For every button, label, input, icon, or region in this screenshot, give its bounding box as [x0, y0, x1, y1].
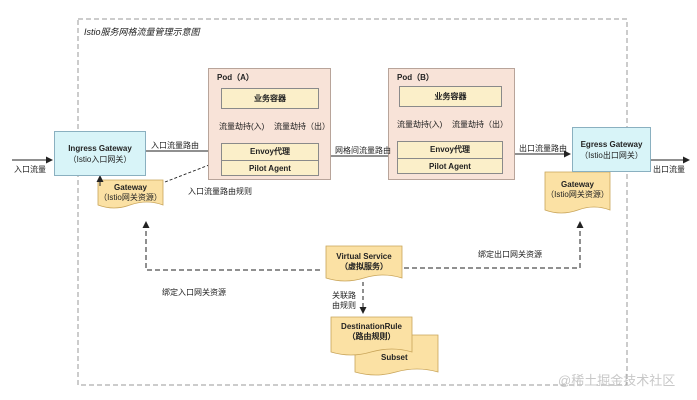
pod-a-sidecar: Envoy代理 Pilot Agent: [221, 143, 319, 176]
edge-bind-egress-label: 绑定出口网关资源: [478, 250, 542, 259]
diagram-title: Istio服务网格流量管理示意图: [84, 27, 200, 37]
ingress-resource-name: Gateway: [114, 183, 147, 192]
egress-resource-sub: （Istio网关资源）: [546, 190, 609, 199]
ingress-gateway-resource: Gateway （Istio网关资源）: [98, 182, 163, 204]
pod-a-envoy: Envoy代理: [249, 147, 290, 156]
pod-b-pilot-agent: Pilot Agent: [398, 158, 502, 172]
ingress-resource-sub: （Istio网关资源）: [99, 193, 162, 202]
pod-b-hijack-out-label: 流量劫持（出）: [452, 120, 508, 129]
destination-rule-node: DestinationRule （路由规则）: [331, 321, 412, 343]
watermark: @稀土掘金技术社区: [558, 373, 676, 388]
pod-b-envoy: Envoy代理: [429, 145, 470, 154]
edge-relate-label-2: 由规则: [332, 301, 356, 310]
egress-traffic-out-label: 出口流量: [653, 165, 685, 174]
pod-a-business-container: 业务容器: [221, 88, 319, 109]
egress-gateway-node: Egress Gateway （Istio出口网关）: [572, 127, 651, 172]
arrow-bind-egress: [404, 221, 584, 269]
ingress-traffic-in-label: 入口流量: [14, 165, 46, 174]
edge-ingress-traffic-label: 入口流量路由: [151, 141, 199, 150]
pod-b-sidecar: Envoy代理 Pilot Agent: [397, 141, 503, 174]
pod-b-title: Pod（B）: [397, 73, 434, 82]
pod-a-pilot-agent: Pilot Agent: [222, 160, 318, 174]
pod-a-title: Pod（A）: [217, 73, 254, 82]
pod-a-hijack-out-label: 流量劫持（出）: [274, 122, 330, 131]
edge-bind-ingress-label: 绑定入口网关资源: [162, 288, 226, 297]
subset-label: Subset: [381, 353, 408, 362]
edge-ingress-rule-label: 入口流量路由规则: [188, 187, 252, 196]
ingress-gateway-name: Ingress Gateway: [68, 143, 132, 153]
destination-rule-name: DestinationRule: [341, 322, 402, 331]
pod-b-business-container: 业务容器: [399, 86, 502, 107]
destination-rule-shape: [330, 316, 413, 356]
ingress-resource-shape: [97, 179, 164, 209]
ingress-gateway-node: Ingress Gateway （Istio入口网关）: [54, 131, 146, 176]
egress-gateway-sub: （Istio出口网关）: [580, 150, 643, 160]
destination-rule-sub: （路由规则）: [347, 332, 396, 341]
pod-b-hijack-in-label: 流量劫持(入): [397, 120, 443, 129]
virtual-service-shape: [325, 245, 403, 282]
edge-egress-traffic-label: 出口流量路由: [519, 144, 567, 153]
arrow-bind-ingress: [142, 221, 320, 271]
virtual-service-sub: （虚拟服务）: [340, 262, 388, 271]
egress-gateway-name: Egress Gateway: [580, 139, 643, 149]
egress-resource-name: Gateway: [561, 180, 594, 189]
edge-relate-label-1: 关联路: [332, 291, 356, 300]
virtual-service-node: Virtual Service （虚拟服务）: [326, 251, 402, 273]
edge-mesh-traffic-label: 网格间流量路由: [335, 146, 391, 155]
outer-frame: [77, 18, 628, 386]
pod-a-hijack-in-label: 流量劫持(入): [219, 122, 265, 131]
egress-gateway-resource: Gateway （Istio网关资源）: [545, 176, 610, 204]
egress-resource-shape: [544, 171, 611, 214]
ingress-gateway-sub: （Istio入口网关）: [68, 154, 132, 164]
virtual-service-name: Virtual Service: [336, 252, 392, 261]
